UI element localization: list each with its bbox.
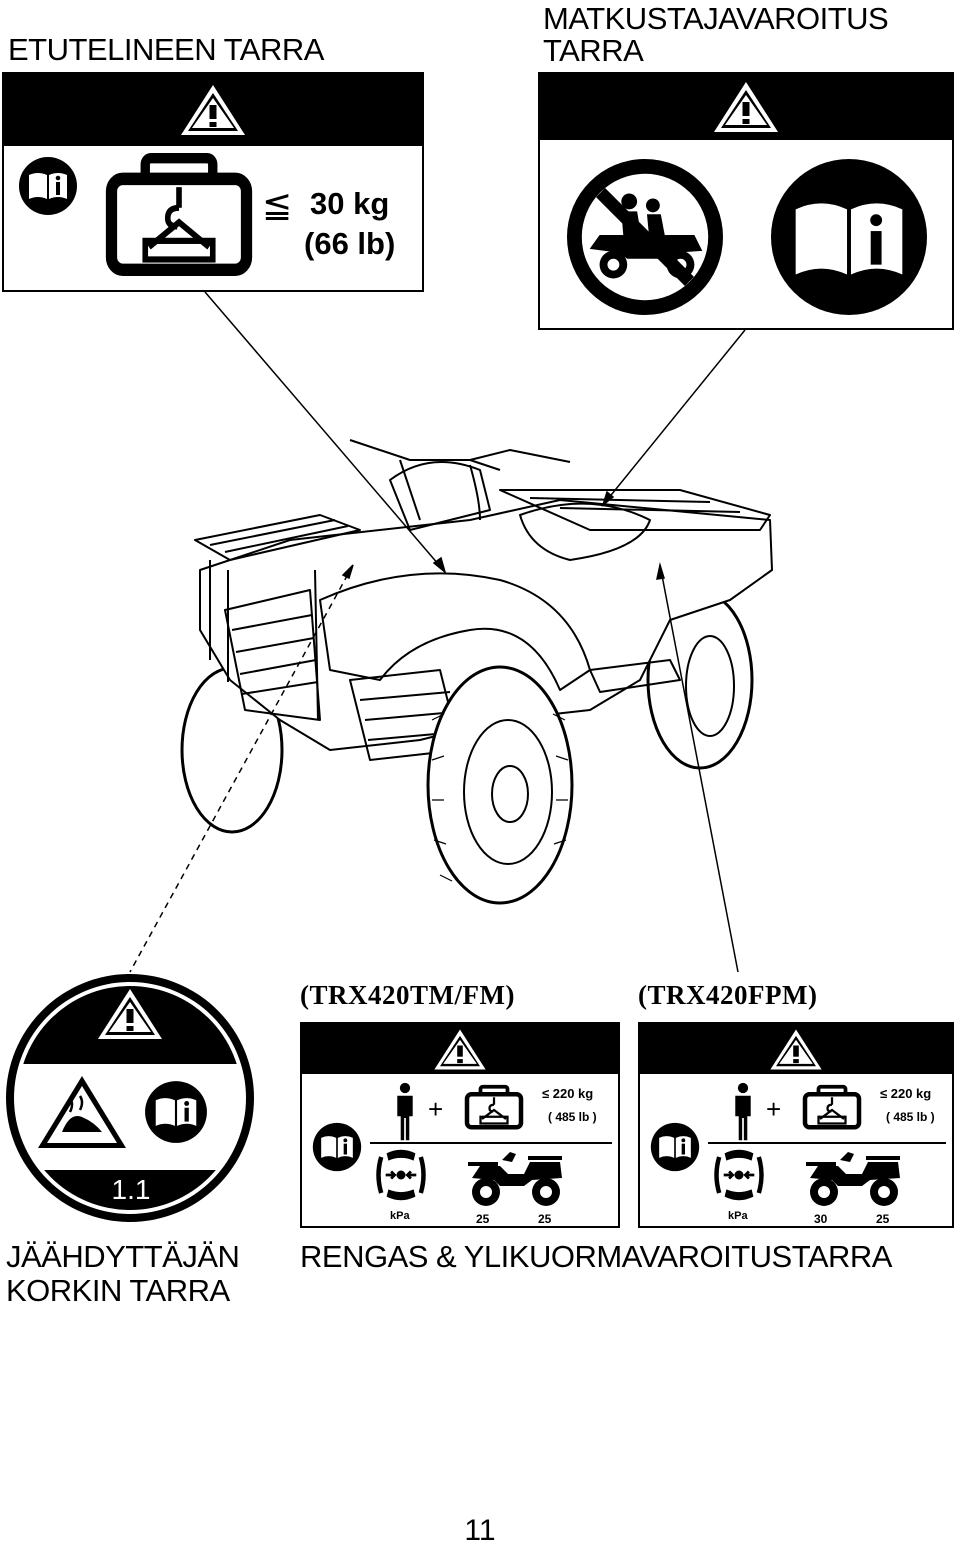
pressure-unit: kPa — [728, 1210, 748, 1222]
radiator-cap-label — [6, 974, 254, 1222]
tire-overload-caption: RENGAS & YLIKUORMAVAROITUSTARRA — [300, 1239, 892, 1274]
front-carrier-label: ≦ 30 kg (66 lb) — [2, 72, 424, 292]
max-load-lb: ( 485 lb ) — [886, 1110, 935, 1124]
hot-steam-warning-icon — [38, 1076, 126, 1148]
atv-icon — [804, 1148, 904, 1208]
weight-kg: 30 kg — [310, 186, 390, 221]
tire-pressure-icon — [712, 1148, 766, 1202]
rider-icon — [392, 1082, 418, 1142]
front-carrier-caption: ETUTELINEEN TARRA — [8, 32, 324, 67]
tire-label-model-1: (TRX420TM/FM) — [300, 980, 515, 1010]
plus-sign: + — [428, 1094, 444, 1124]
coolant-caption-line1: JÄÄHDYTTÄJÄN — [6, 1239, 240, 1274]
tire-overload-label-2: + ≤ 220 kg ( 485 lb ) kPa 30 25 — [638, 1022, 954, 1228]
cargo-box-icon — [464, 1084, 524, 1130]
leq-symbol: ≦ — [262, 184, 293, 225]
max-load-lb: ( 485 lb ) — [548, 1110, 597, 1124]
cargo-box-icon — [802, 1084, 862, 1130]
passenger-caption-line2: TARRA — [543, 33, 644, 68]
tire-overload-label-1: + ≤ 220 kg ( 485 lb ) kPa 25 25 — [300, 1022, 620, 1228]
atv-icon — [466, 1148, 566, 1208]
front-pressure: 30 — [814, 1212, 828, 1226]
atv-illustration — [180, 439, 773, 905]
rear-pressure: 25 — [876, 1212, 890, 1226]
passenger-warning-label — [538, 72, 954, 330]
coolant-caption-line2: KORKIN TARRA — [6, 1273, 230, 1308]
coolant-label-version: 1.1 — [111, 1174, 151, 1205]
info-manual-icon — [770, 158, 928, 316]
divider — [708, 1142, 946, 1144]
max-load-kg: ≤ 220 kg — [542, 1086, 594, 1101]
no-passenger-icon — [566, 158, 724, 316]
tire-pressure-icon — [374, 1148, 428, 1202]
read-manual-icon — [312, 1122, 362, 1172]
passenger-caption-line1: MATKUSTAJAVAROITUS — [543, 1, 889, 36]
weight-lb: (66 lb) — [304, 226, 396, 261]
max-load-kg: ≤ 220 kg — [880, 1086, 932, 1101]
front-pressure: 25 — [476, 1212, 490, 1226]
divider — [370, 1142, 612, 1144]
read-manual-icon — [650, 1122, 700, 1172]
rear-pressure: 25 — [538, 1212, 552, 1226]
rider-icon — [730, 1082, 756, 1142]
warning-triangle-icon — [432, 1027, 488, 1072]
warning-triangle-icon — [768, 1027, 824, 1072]
tire-label-model-2: (TRX420FPM) — [638, 980, 818, 1010]
page-number: 11 — [464, 1514, 496, 1547]
pressure-unit: kPa — [390, 1210, 410, 1222]
plus-sign: + — [766, 1094, 782, 1124]
